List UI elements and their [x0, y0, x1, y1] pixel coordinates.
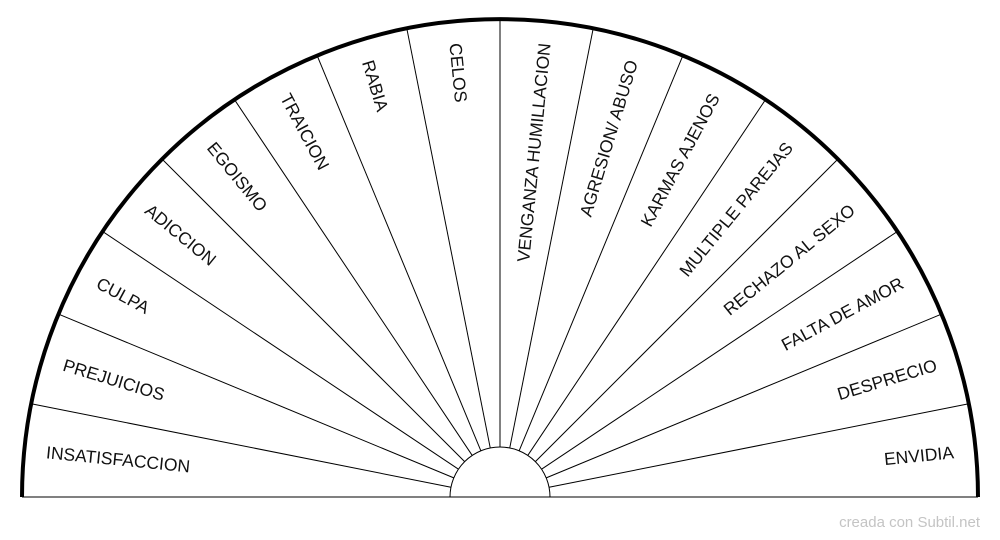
segment-label: ENVIDIA [883, 442, 955, 469]
segment-dividers [31, 19, 969, 488]
segment-divider [509, 28, 594, 449]
segment-divider [535, 158, 839, 462]
segment-divider [316, 55, 482, 451]
segment-label: KARMAS AJENOS [636, 90, 723, 230]
segment-divider [518, 55, 684, 451]
segment-divider [541, 231, 898, 470]
segment-divider [406, 28, 491, 449]
segment-label: TRAICION [276, 90, 333, 173]
segment-divider [31, 403, 452, 488]
segment-divider [548, 403, 969, 488]
segment-label: CULPA [93, 273, 153, 318]
segment-divider [546, 313, 942, 479]
outer-rim-arc [20, 17, 980, 498]
segment-label: ADICCION [141, 200, 220, 270]
segment-divider [527, 99, 766, 456]
segment-label: PREJUICIOS [61, 355, 167, 405]
credit-text: creada con Subtil.net [839, 514, 980, 531]
segment-label: CELOS [445, 42, 471, 103]
segment-label: AGRESION/ ABUSO [576, 58, 642, 219]
segment-divider [234, 99, 473, 456]
segment-label: INSATISFACCION [45, 442, 191, 476]
segment-divider [58, 313, 454, 479]
segment-divider [102, 231, 459, 470]
segment-label: RABIA [358, 58, 392, 114]
segment-label: EGOISMO [203, 138, 272, 215]
segment-label: VENGANZA HUMILLACION [513, 42, 554, 263]
segment-divider [161, 158, 465, 462]
segment-label: FALTA DE AMOR [778, 273, 907, 355]
segment-label: DESPRECIO [835, 355, 939, 404]
center-hub-arc [449, 446, 551, 498]
